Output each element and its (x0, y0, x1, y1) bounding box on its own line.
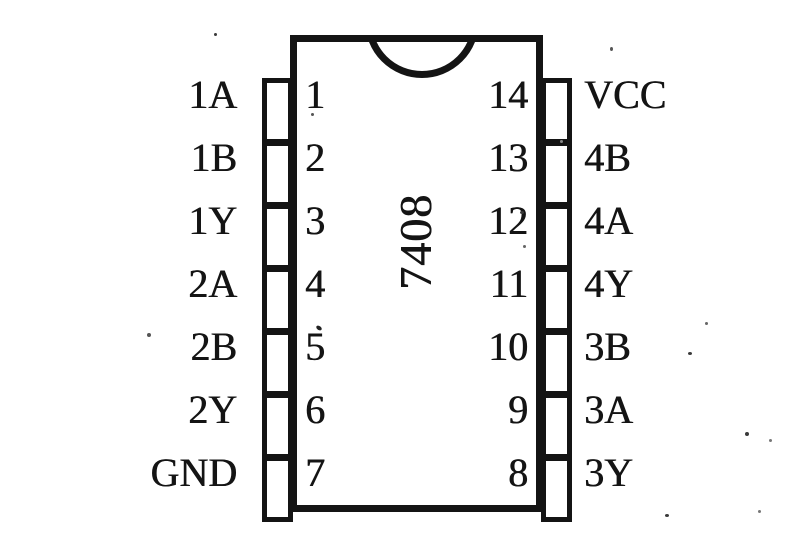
pin-label: 1B (190, 135, 237, 180)
pin-label: 2Y (188, 387, 237, 432)
pin-row-1: 1A 1 (0, 62, 809, 144)
pin-number: 5 (305, 324, 325, 369)
pin-number: 2 (305, 135, 325, 180)
pin-label: 3Y (584, 450, 633, 495)
pin-row-3: 1Y 3 (0, 188, 809, 270)
scan-speck (560, 140, 563, 143)
scan-speck (758, 510, 761, 513)
pin-number: 12 (488, 198, 528, 243)
pin-number: 14 (488, 72, 528, 117)
pin-label: VCC (584, 72, 667, 117)
pin-number: 7 (305, 450, 325, 495)
pin-label: 4A (584, 198, 633, 243)
pin-row-4: 2A 4 (0, 251, 809, 333)
pin-label: GND (150, 450, 237, 495)
pin-number: 4 (305, 261, 325, 306)
pin-number: 1 (305, 72, 325, 117)
pin-label: 4Y (584, 261, 633, 306)
scan-speck (610, 47, 613, 51)
pin-label: 1Y (188, 198, 237, 243)
scan-speck (745, 432, 749, 436)
pin-number: 13 (488, 135, 528, 180)
pin-box (262, 204, 293, 270)
pin-number: 11 (489, 261, 528, 306)
pin-row-5: 2B 5 (0, 314, 809, 396)
pin-number: 10 (488, 324, 528, 369)
pin-number: 3 (305, 198, 325, 243)
pin-box (541, 330, 572, 396)
pin-number: 9 (508, 387, 528, 432)
pin-box (541, 393, 572, 459)
scan-speck (523, 245, 526, 248)
pin-number: 6 (305, 387, 325, 432)
scan-speck (520, 211, 524, 214)
pin-label: 2A (188, 261, 237, 306)
scan-speck (769, 439, 772, 442)
pin-row-8: 8 3Y (0, 440, 809, 522)
pin-number: 8 (508, 450, 528, 495)
pin-row-7: GND 7 (0, 440, 809, 522)
pin-row-14: 14 VCC (0, 62, 809, 144)
pin-label: 1A (188, 72, 237, 117)
scan-speck (311, 113, 314, 116)
pin-label: 4B (584, 135, 631, 180)
scan-speck (665, 514, 669, 517)
scan-speck (705, 322, 708, 325)
pin-box (541, 456, 572, 522)
pin-box (262, 78, 293, 144)
scan-speck (214, 33, 217, 36)
pin-row-9: 9 3A (0, 377, 809, 459)
scan-speck (147, 333, 151, 337)
pin-row-13: 13 4B (0, 125, 809, 207)
pin-box (262, 456, 293, 522)
pin-box (541, 78, 572, 144)
pin-label: 3A (584, 387, 633, 432)
pin-row-2: 1B 2 (0, 125, 809, 207)
pin-label: 2B (190, 324, 237, 369)
pin-label: 3B (584, 324, 631, 369)
pin-row-10: 10 3B (0, 314, 809, 396)
pin-row-12: 12 4A (0, 188, 809, 270)
pin-row-11: 11 4Y (0, 251, 809, 333)
scan-speck (688, 352, 692, 355)
